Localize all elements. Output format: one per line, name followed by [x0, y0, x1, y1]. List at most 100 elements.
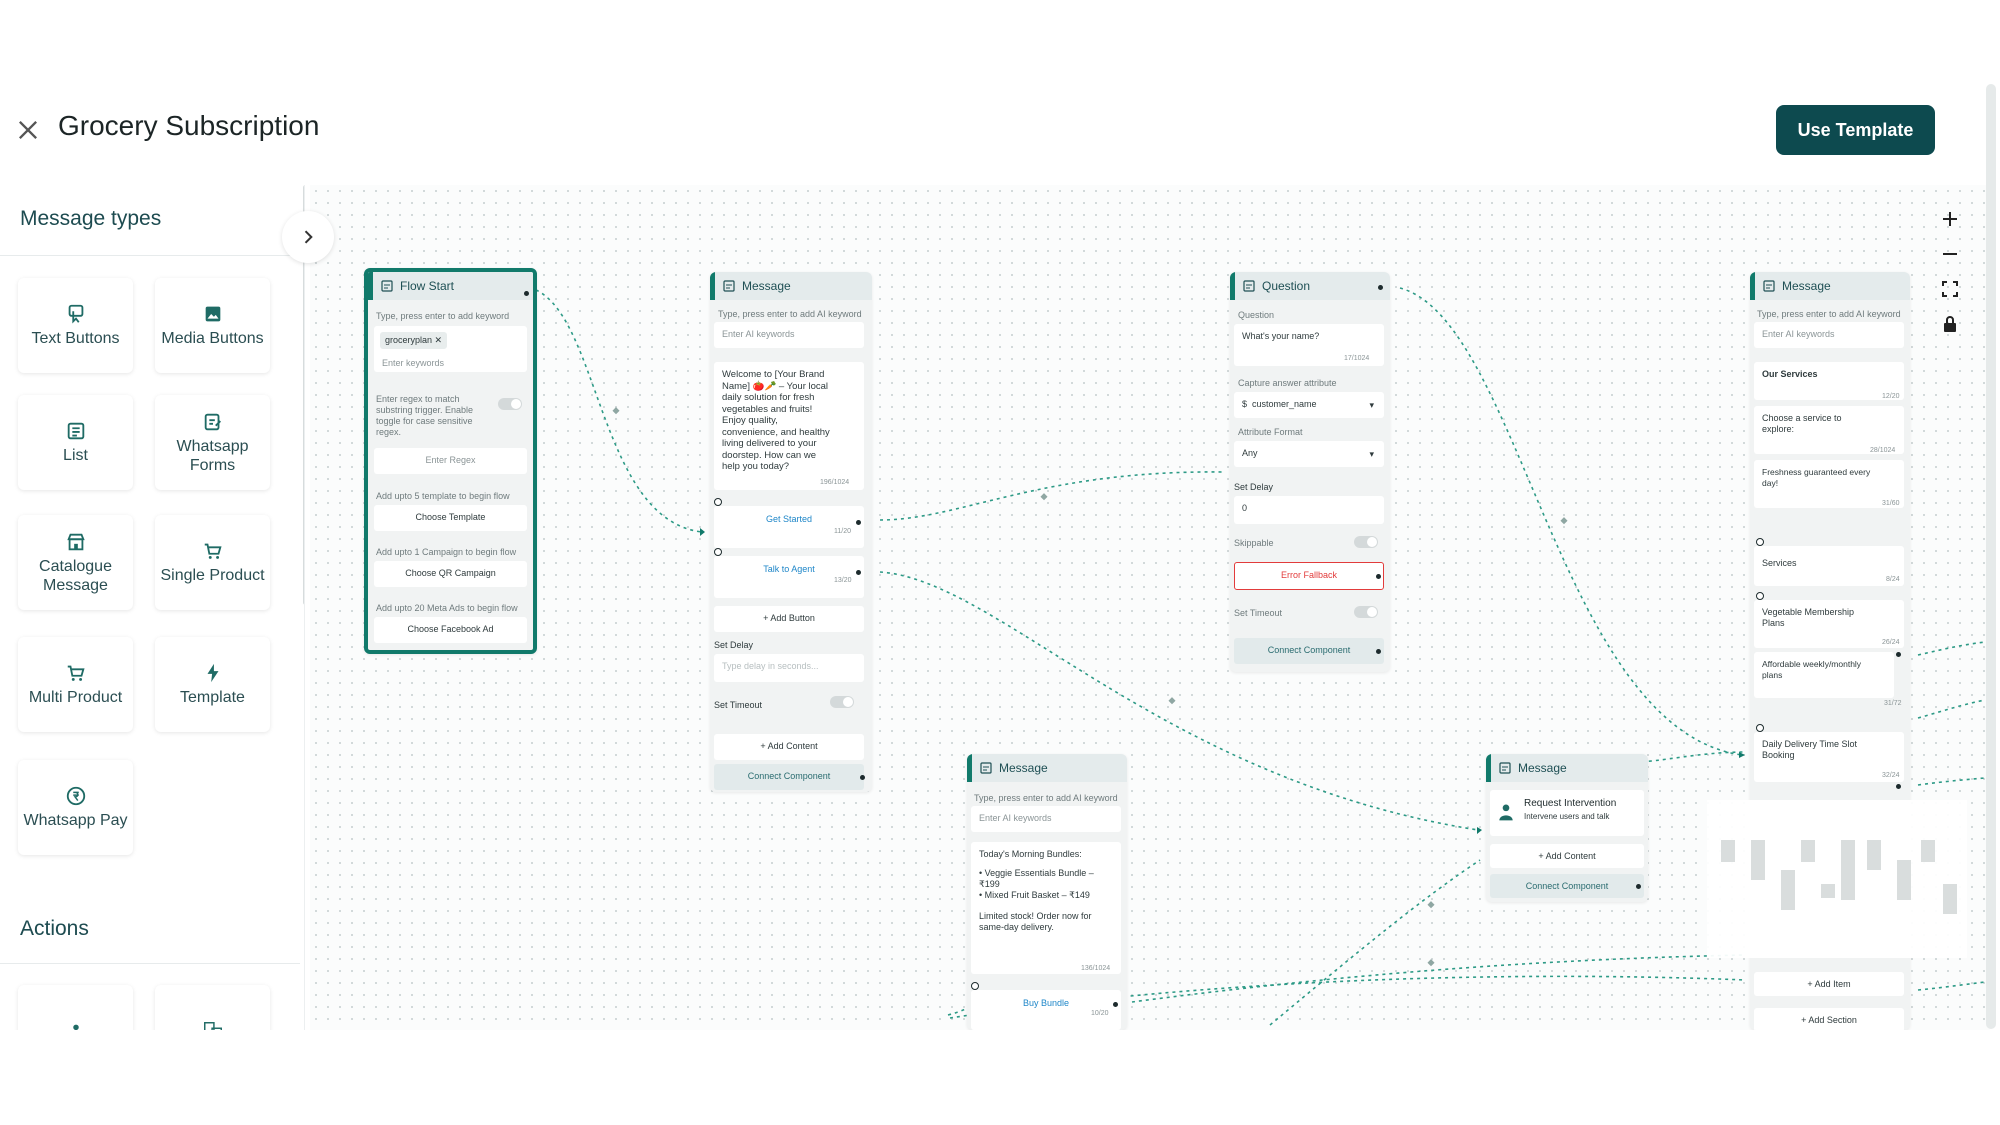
node-question[interactable]: Question Question What's your name? 17/1…: [1230, 272, 1390, 672]
skippable-toggle[interactable]: [1354, 536, 1378, 548]
output-handle[interactable]: [860, 775, 865, 780]
button-get-started[interactable]: Get Started: [714, 506, 864, 548]
node-message-intervention[interactable]: Message Request Intervention Intervene u…: [1486, 754, 1648, 902]
list-body-input[interactable]: Choose a service to explore:: [1754, 406, 1904, 454]
remove-chip-icon[interactable]: ✕: [434, 335, 443, 345]
tile-list[interactable]: List: [18, 395, 133, 490]
choose-template-button[interactable]: Choose Template: [374, 505, 527, 531]
ai-keyword-input[interactable]: Enter AI keywords: [971, 806, 1121, 832]
button-handle[interactable]: [971, 982, 979, 990]
output-handle[interactable]: [856, 570, 861, 575]
button-handle[interactable]: [714, 498, 722, 506]
close-button[interactable]: [14, 116, 42, 144]
connect-component-button[interactable]: Connect Component: [1234, 638, 1384, 664]
request-intervention-card[interactable]: Request Intervention Intervene users and…: [1490, 790, 1644, 836]
tile-whatsapp-pay[interactable]: Whatsapp Pay: [18, 760, 133, 855]
timeout-toggle[interactable]: [1354, 606, 1378, 618]
section-handle[interactable]: [1756, 538, 1764, 546]
list-footer-input[interactable]: Freshness guaranteed every day!: [1754, 460, 1904, 508]
capture-attribute-select[interactable]: $ customer_name ▾: [1234, 392, 1384, 418]
ai-keyword-input[interactable]: Enter AI keywords: [1754, 322, 1904, 348]
capture-label: Capture answer attribute: [1238, 378, 1337, 388]
message-body[interactable]: Today's Morning Bundles: • Veggie Essent…: [971, 842, 1121, 974]
tile-multi-product[interactable]: Multi Product: [18, 637, 133, 732]
zoom-out-button[interactable]: [1935, 239, 1965, 269]
item-handle[interactable]: [1756, 724, 1764, 732]
ai-keyword-input[interactable]: Enter AI keywords: [714, 322, 864, 348]
fit-view-button[interactable]: [1935, 274, 1965, 304]
delay-input[interactable]: 0: [1234, 496, 1384, 524]
message-types-title: Message types: [20, 207, 162, 230]
minus-icon: [1943, 253, 1957, 255]
choose-campaign-button[interactable]: Choose QR Campaign: [374, 561, 527, 587]
button-buy-bundle[interactable]: Buy Bundle: [971, 990, 1121, 1030]
add-content-button[interactable]: + Add Content: [714, 734, 864, 760]
connect-component-button[interactable]: Connect Component: [1490, 874, 1644, 898]
zoom-in-button[interactable]: [1935, 204, 1965, 234]
list-item-input[interactable]: Daily Delivery Time Slot Booking: [1754, 732, 1904, 782]
output-handle[interactable]: [524, 291, 529, 296]
output-handle[interactable]: [1896, 652, 1901, 657]
tile-text-buttons[interactable]: Text Buttons: [18, 278, 133, 373]
campaign-label: Add upto 1 Campaign to begin flow: [376, 547, 517, 557]
tile-template[interactable]: Template: [155, 637, 270, 732]
template-label: Add upto 5 template to begin flow: [376, 491, 510, 501]
attribute-format-select[interactable]: Any ▾: [1234, 441, 1384, 467]
connect-component-button[interactable]: Connect Component: [714, 764, 864, 790]
question-input[interactable]: What's your name?: [1234, 324, 1384, 366]
char-count: 13/20: [834, 577, 852, 584]
bolt-icon: [207, 663, 218, 683]
choose-ad-button[interactable]: Choose Facebook Ad: [374, 617, 527, 643]
collapse-sidebar-button[interactable]: [282, 211, 334, 263]
page-scrollbar[interactable]: [1986, 84, 1996, 1029]
node-flow-start[interactable]: Flow Start Type, press enter to add keyw…: [364, 268, 537, 654]
button-handle[interactable]: [714, 548, 722, 556]
output-handle[interactable]: [1113, 1002, 1118, 1007]
body-line: • Mixed Fruit Basket – ₹149: [979, 890, 1090, 900]
question-icon: [1243, 280, 1255, 292]
tile-whatsapp-forms[interactable]: Whatsapp Forms: [155, 395, 270, 490]
add-item-button[interactable]: + Add Item: [1754, 972, 1904, 996]
button-label: Buy Bundle: [1022, 998, 1070, 1008]
output-handle[interactable]: [1376, 649, 1381, 654]
tile-media-buttons[interactable]: Media Buttons: [155, 278, 270, 373]
message-icon: [1499, 762, 1511, 774]
delay-input[interactable]: Type delay in seconds...: [714, 654, 864, 682]
tile-catalogue-message[interactable]: Catalogue Message: [18, 515, 133, 610]
lock-canvas-button[interactable]: [1935, 309, 1965, 339]
sidebar-scrollbar[interactable]: [303, 185, 304, 605]
ads-label: Add upto 20 Meta Ads to begin flow: [376, 603, 518, 613]
section-divider: [0, 255, 300, 256]
add-section-button[interactable]: + Add Section: [1754, 1008, 1904, 1030]
add-content-button[interactable]: + Add Content: [1490, 844, 1644, 868]
node-message-bundles[interactable]: Message Type, press enter to add AI keyw…: [967, 754, 1127, 1030]
add-button-button[interactable]: + Add Button: [714, 606, 864, 632]
chevron-right-icon: [304, 230, 313, 244]
plus-icon: [1943, 212, 1957, 226]
tile-action-1[interactable]: [18, 985, 133, 1030]
output-handle[interactable]: [1378, 285, 1383, 290]
case-sensitive-toggle[interactable]: [498, 398, 522, 410]
message-body[interactable]: Welcome to [Your Brand Name] 🍅🥕 – Your l…: [714, 362, 864, 490]
button-talk-to-agent[interactable]: Talk to Agent: [714, 556, 864, 598]
output-handle[interactable]: [1636, 884, 1641, 889]
tile-single-product[interactable]: Single Product: [155, 515, 270, 610]
list-section-input[interactable]: Services: [1754, 546, 1904, 586]
node-message-welcome[interactable]: Message Type, press enter to add AI keyw…: [710, 272, 872, 792]
keyword-chip[interactable]: groceryplan ✕: [380, 332, 448, 349]
list-header-input[interactable]: Our Services: [1754, 362, 1904, 400]
list-item-input[interactable]: Vegetable Membership Plans: [1754, 600, 1904, 648]
item-handle[interactable]: [1756, 592, 1764, 600]
tile-action-2[interactable]: [155, 985, 270, 1030]
use-template-button[interactable]: Use Template: [1776, 105, 1935, 155]
regex-input[interactable]: Enter Regex: [374, 448, 527, 474]
agent-icon: [72, 1024, 79, 1030]
rupee-icon: [66, 786, 85, 806]
list-item-description[interactable]: Affordable weekly/monthly plans: [1754, 652, 1894, 698]
error-fallback-button[interactable]: Error Fallback: [1234, 562, 1384, 590]
keyword-label: Type, press enter to add AI keyword: [718, 309, 862, 319]
output-handle[interactable]: [1376, 574, 1381, 579]
output-handle[interactable]: [856, 520, 861, 525]
timeout-toggle[interactable]: [830, 696, 854, 708]
output-handle[interactable]: [1896, 784, 1901, 789]
